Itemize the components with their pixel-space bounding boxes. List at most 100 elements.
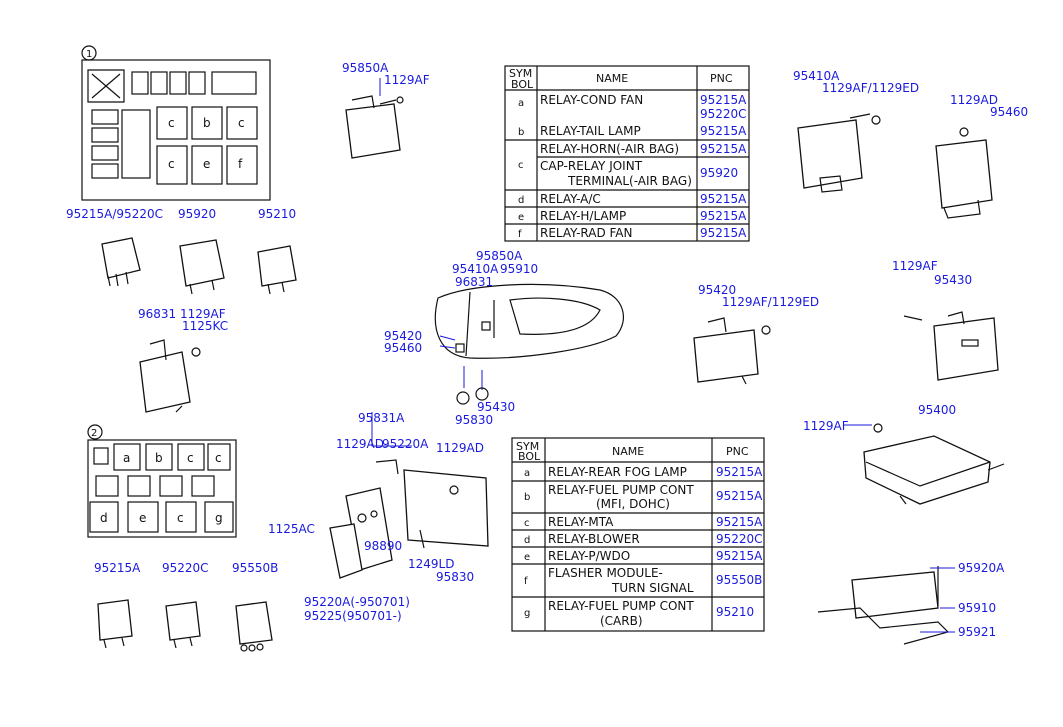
relay-95215a-drawing — [101, 237, 141, 287]
table2-name: RELAY-FUEL PUMP CONT — [548, 599, 694, 613]
table2-header-sym: SYM — [516, 440, 539, 453]
part-label: 1129AF/1129ED — [722, 295, 819, 309]
table1-sym: c — [518, 160, 524, 171]
table2-header-name: NAME — [612, 445, 644, 458]
fuse-cell-label: b — [203, 116, 211, 130]
table1-name: TERMINAL(-AIR BAG) — [567, 174, 692, 188]
part-label: 1129AD — [436, 441, 484, 455]
table1-name: RELAY-H/LAMP — [540, 209, 626, 223]
part-label: 96831 — [455, 275, 493, 289]
part-label: 95910 — [958, 601, 996, 615]
relay-95850a-drawing — [345, 95, 404, 159]
table1-name: CAP-RELAY JOINT — [540, 159, 643, 173]
table2-name: TURN SIGNAL — [611, 581, 694, 595]
part-label: 1129AF — [892, 259, 938, 273]
table1-pnc: 95220C — [700, 107, 747, 121]
fuse-cell-label: d — [100, 511, 108, 525]
table1-pnc: 95215A — [700, 124, 747, 138]
fuse-box-2: 2 a b c c d e c g — [87, 424, 237, 538]
fuse-box-2-outline — [87, 439, 237, 538]
fuse-cell — [191, 106, 223, 140]
table1-header-sym: BOL — [511, 78, 534, 91]
relay-95430-drawing — [903, 311, 999, 381]
fuse-cell-label: b — [155, 451, 163, 465]
table1-pnc: 95215A — [700, 226, 747, 240]
part-label: 95550B — [232, 561, 278, 575]
table2-header-sym: BOL — [518, 450, 541, 463]
part-label: 95410A — [793, 69, 840, 83]
table1-name: RELAY-A/C — [540, 192, 601, 206]
part-label: 1129AD — [950, 93, 998, 107]
part-label: 95210 — [258, 207, 296, 221]
part-label: 95225(950701-) — [304, 609, 402, 623]
table2-sym: f — [524, 576, 528, 587]
table2-name: RELAY-BLOWER — [548, 532, 640, 546]
fuse-cell-label: e — [139, 511, 146, 525]
part-label: 95420 — [384, 329, 422, 343]
part-label: 95215A — [94, 561, 141, 575]
table2-sym: d — [524, 535, 530, 546]
part-label: 95920 — [178, 207, 216, 221]
module-95910-drawing — [817, 566, 950, 645]
table2-sym: c — [524, 518, 530, 529]
table1-sym: f — [518, 229, 522, 240]
part-label: 1129AD — [336, 437, 384, 451]
table2-sym: b — [524, 492, 530, 503]
fuse-cell — [226, 145, 258, 185]
ecu-95400-drawing — [863, 423, 1005, 505]
callout-circle-2 — [87, 424, 103, 440]
car-outline-drawing — [434, 283, 625, 359]
part-label: 95910 — [500, 262, 538, 276]
fuse-cell — [226, 106, 258, 140]
part-label: 96831 — [138, 307, 176, 321]
table2-pnc: 95220C — [716, 532, 763, 546]
relay-95220c-bottom-drawing — [165, 601, 201, 649]
fuse-cell — [156, 106, 188, 140]
fuse-box-1-outline — [81, 59, 271, 201]
table1-sym: b — [518, 127, 524, 138]
part-label: 95460 — [384, 341, 422, 355]
table2-sym: g — [524, 608, 530, 619]
table1-name: RELAY-HORN(-AIR BAG) — [540, 142, 679, 156]
fuse-cell-label: e — [203, 157, 210, 171]
part-label: 1129AF — [384, 73, 430, 87]
relay-95920-drawing — [179, 239, 225, 295]
part-label: 95220A(-950701) — [304, 595, 410, 609]
part-label: 95830 — [436, 570, 474, 584]
relay-95460-drawing — [935, 127, 993, 219]
part-label: 1249LD — [408, 557, 454, 571]
part-label: 1125KC — [182, 319, 228, 333]
part-label: 1125AC — [268, 522, 315, 536]
table1-sym: d — [518, 195, 524, 206]
table2-name: RELAY-REAR FOG LAMP — [548, 465, 687, 479]
relay-table-1: SYM BOL NAME PNC a RELAY-COND FAN 95215A… — [504, 65, 750, 242]
part-label: 95220A — [382, 437, 429, 451]
table2-pnc: 95215A — [716, 515, 763, 529]
part-label: 95420 — [698, 283, 736, 297]
part-label: 95830 — [455, 413, 493, 427]
table1-name: RELAY-COND FAN — [540, 93, 643, 107]
callout-2-label: 2 — [91, 428, 97, 439]
table1-sym: e — [518, 212, 524, 223]
part-label: 95430 — [477, 400, 515, 414]
callout-1-label: 1 — [86, 49, 92, 60]
relay-table-2: SYM BOL NAME PNC a RELAY-REAR FOG LAMP 9… — [511, 437, 765, 632]
table1-name: RELAY-RAD FAN — [540, 226, 633, 240]
table2-sym: e — [524, 552, 530, 563]
part-label: 1129AF/1129ED — [822, 81, 919, 95]
part-label: 95920A — [958, 561, 1005, 575]
fuse-cell — [191, 145, 223, 185]
part-label: 95410A — [452, 262, 499, 276]
table2-name: (CARB) — [600, 614, 643, 628]
part-label: 95831A — [358, 411, 405, 425]
part-labels: 95850A 1129AF 95410A 1129AF/1129ED 1129A… — [66, 61, 1028, 639]
table1-pnc: 95215A — [700, 142, 747, 156]
table1-name: RELAY-TAIL LAMP — [540, 124, 641, 138]
part-label: 95220C — [162, 561, 209, 575]
relay-95550b-bottom-drawing — [235, 601, 273, 652]
part-label: 98890 — [364, 539, 402, 553]
fuse-box-1: 1 c b c c e f — [81, 45, 271, 201]
leader-lines — [371, 78, 955, 633]
table1-pnc: 95920 — [700, 166, 738, 180]
part-label: 1129AF — [180, 307, 226, 321]
